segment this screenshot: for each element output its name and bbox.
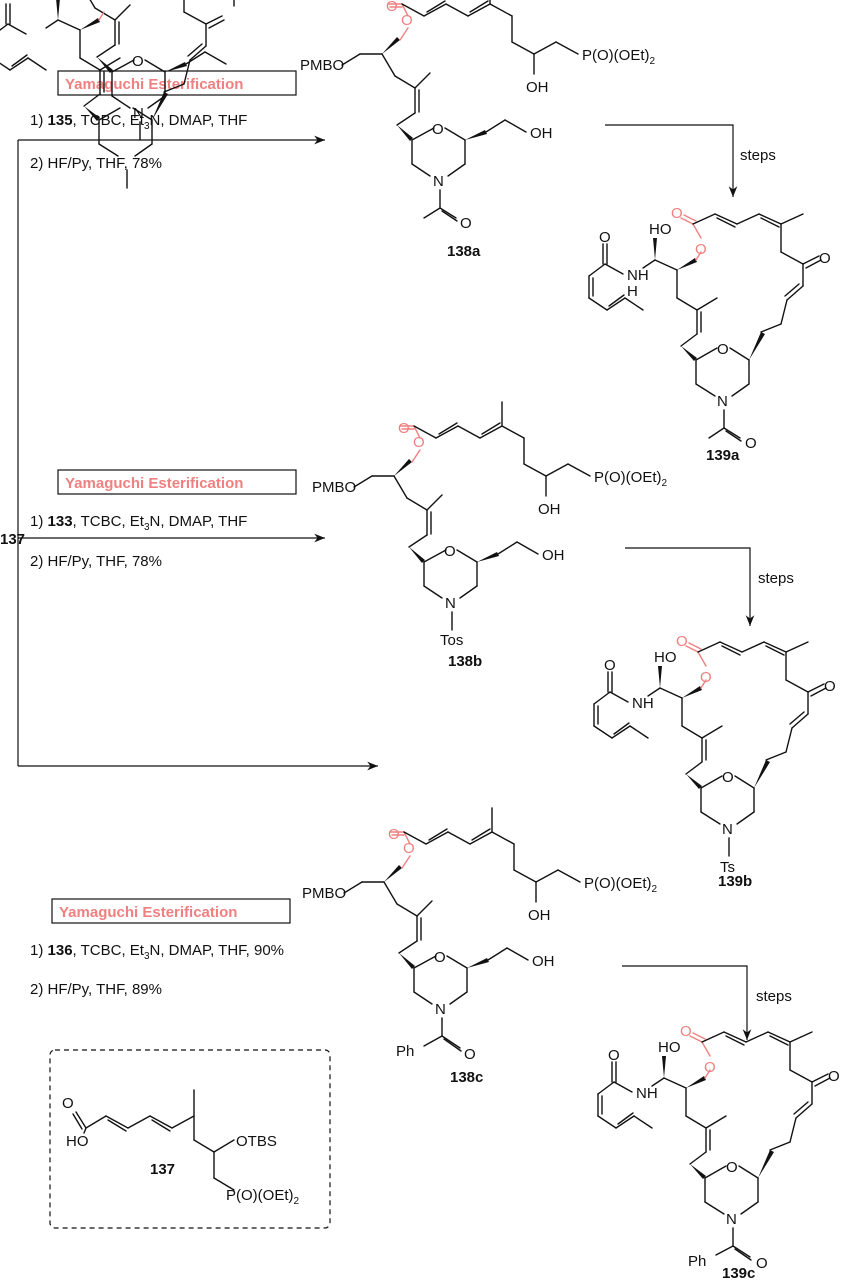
svg-text:PMBO: PMBO (312, 479, 356, 496)
svg-text:Ph: Ph (688, 1253, 706, 1270)
svg-text:O: O (695, 241, 707, 258)
svg-text:O: O (608, 1047, 620, 1064)
label-138c: 138c (450, 1069, 483, 1086)
label-139c: 139c (722, 1265, 755, 1282)
svg-text:H: H (627, 283, 638, 300)
svg-text:O: O (824, 678, 836, 695)
inset-137: O HO OTBS P(O)(OEt)2 137 (49, 1049, 331, 1229)
n-substituent-139b: Ts (720, 859, 735, 876)
svg-text:O: O (676, 633, 688, 650)
svg-text:O: O (828, 1068, 840, 1085)
svg-text:OTBS: OTBS (236, 1133, 277, 1150)
step2-a: 2) HF/Py, THF, 78% (30, 155, 162, 172)
reagent-b: 133 (48, 513, 73, 530)
svg-text:N: N (717, 393, 728, 410)
svg-text:O: O (386, 0, 398, 15)
svg-text:P(O)(OEt)2: P(O)(OEt)2 (594, 469, 668, 489)
svg-text:NH: NH (627, 267, 649, 284)
yamaguchi-title-a: Yamaguchi Esterification (65, 76, 243, 93)
conditions-route-b: Yamaguchi Esterification 1) 133, TCBC, E… (30, 469, 297, 570)
svg-text:OH: OH (538, 501, 561, 518)
svg-text:OH: OH (526, 79, 549, 96)
svg-text:HO: HO (658, 1039, 681, 1056)
svg-text:OH: OH (542, 547, 565, 564)
svg-text:OH: OH (530, 125, 553, 142)
reagent-a: 135 (48, 112, 73, 129)
branch-arrows (17, 135, 378, 771)
svg-text:O: O (745, 435, 757, 452)
svg-text:O: O (722, 769, 734, 786)
compound-139a: O NH H HO O O O O N O (588, 205, 831, 452)
svg-text:N: N (726, 1211, 737, 1228)
svg-text:O: O (62, 1095, 74, 1112)
svg-text:O: O (413, 434, 425, 451)
svg-text:O: O (464, 1046, 476, 1063)
svg-text:Ph: Ph (396, 1043, 414, 1060)
svg-text:O: O (756, 1255, 768, 1272)
yamaguchi-box-a (57, 70, 297, 96)
svg-text:O: O (717, 341, 729, 358)
svg-text:steps: steps (740, 147, 776, 164)
svg-text:P(O)(OEt)2: P(O)(OEt)2 (582, 47, 656, 67)
svg-text:O: O (388, 826, 400, 843)
svg-text:O: O (403, 840, 415, 857)
inset-dashed-box (49, 1049, 331, 1229)
svg-text:HO: HO (654, 649, 677, 666)
label-138b: 138b (448, 653, 482, 670)
conditions-route-a: Yamaguchi Esterification 1) 135, TCBC, E… (30, 70, 297, 172)
svg-text:NH: NH (632, 695, 654, 712)
svg-text:O: O (704, 1059, 716, 1076)
svg-text:O: O (460, 215, 472, 232)
svg-text:1) 135, TCBC, Et3N, DMAP, THF: 1) 135, TCBC, Et3N, DMAP, THF (30, 112, 247, 132)
step2-c: 2) HF/Py, THF, 89% (30, 981, 162, 998)
svg-text:O: O (604, 657, 616, 674)
compound-138a: PMBO O O P(O)(OEt)2 OH OH O (300, 0, 656, 232)
svg-text:PMBO: PMBO (300, 57, 344, 74)
svg-text:O: O (671, 205, 683, 222)
svg-text:O: O (726, 1159, 738, 1176)
svg-text:P(O)(OEt)2: P(O)(OEt)2 (226, 1187, 300, 1207)
compound-138c: PMBO O O P(O)(OEt)2 OH OH O Ph (302, 807, 658, 1063)
compound-138b: PMBO O O P(O)(OEt)2 OH OH Tos (312, 401, 668, 649)
svg-text:HO: HO (66, 1133, 89, 1150)
yamaguchi-box-b (57, 469, 297, 495)
inset-label: 137 (150, 1161, 175, 1178)
svg-text:O: O (132, 53, 144, 70)
compound-139c: O NH HO O O O O N O Ph (597, 1023, 840, 1272)
reagent-c: 136 (48, 942, 73, 959)
macrolactone-template (0, 0, 225, 189)
svg-text:O: O (819, 250, 831, 267)
svg-text:1) 136, TCBC, Et3N, DMAP, THF: 1) 136, TCBC, Et3N, DMAP, THF, 90% (30, 942, 284, 962)
svg-text:O: O (398, 420, 410, 437)
svg-text:OH: OH (532, 953, 555, 970)
svg-text:O: O (599, 229, 611, 246)
yamaguchi-box-c (51, 898, 291, 924)
svg-text:O: O (401, 12, 413, 29)
n-substituent-138b: Tos (440, 632, 463, 649)
svg-text:steps: steps (756, 988, 792, 1005)
svg-text:PMBO: PMBO (302, 885, 346, 902)
svg-text:NH: NH (636, 1085, 658, 1102)
start-compound-label: 137 (0, 531, 25, 548)
conditions-route-c: Yamaguchi Esterification 1) 136, TCBC, E… (30, 898, 291, 998)
label-138a: 138a (447, 243, 481, 260)
steps-arrows: steps steps steps (605, 124, 794, 1040)
svg-text:O: O (680, 1023, 692, 1040)
yamaguchi-title-c: Yamaguchi Esterification (59, 904, 237, 921)
svg-text:steps: steps (758, 570, 794, 587)
svg-text:P(O)(OEt)2: P(O)(OEt)2 (584, 875, 658, 895)
svg-text:HO: HO (649, 221, 672, 238)
label-139a: 139a (706, 447, 740, 464)
label-139b: 139b (718, 873, 752, 890)
svg-text:N: N (722, 821, 733, 838)
compound-139b: O NH HO O O O O N Ts (593, 633, 836, 876)
svg-text:1) 133, TCBC, Et3N, DMAP, THF: 1) 133, TCBC, Et3N, DMAP, THF (30, 513, 247, 533)
svg-text:OH: OH (528, 907, 551, 924)
svg-text:O: O (700, 669, 712, 686)
yamaguchi-title-b: Yamaguchi Esterification (65, 475, 243, 492)
svg-text:N: N (133, 105, 144, 122)
step2-b: 2) HF/Py, THF, 78% (30, 553, 162, 570)
